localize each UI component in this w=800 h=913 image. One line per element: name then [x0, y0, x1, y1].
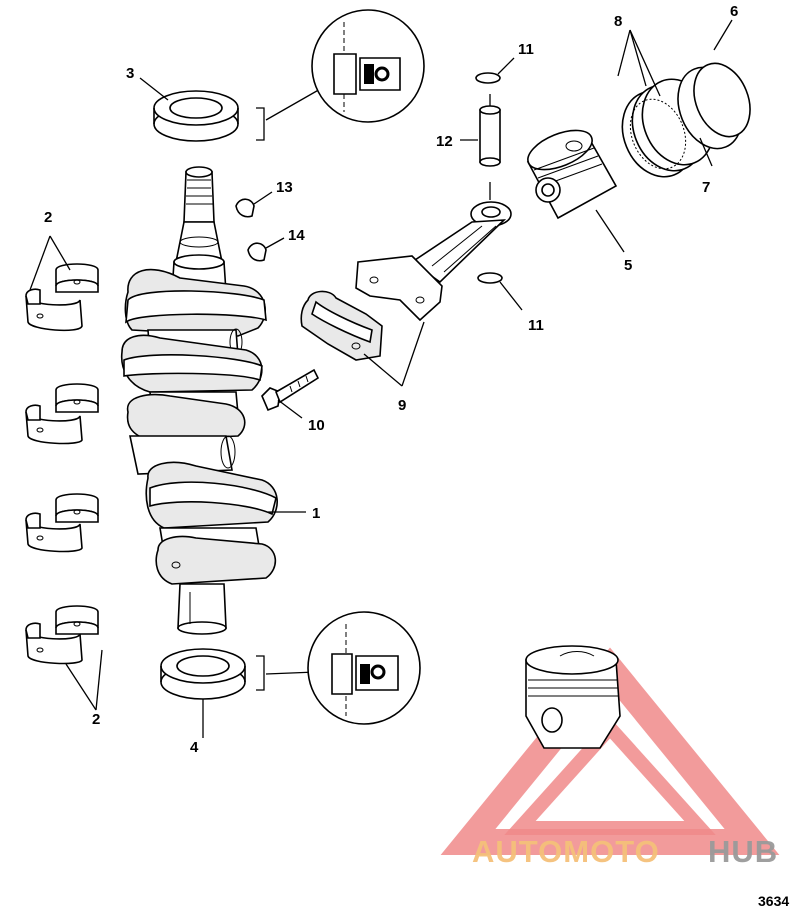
crankshaft-part [120, 166, 278, 635]
callout-11a: 11 [518, 41, 534, 58]
callout-2b: 2 [92, 711, 100, 728]
callout-13: 13 [276, 179, 293, 196]
callout-5: 5 [624, 257, 632, 274]
callout-6: 6 [730, 3, 738, 20]
callout-14: 14 [288, 227, 305, 244]
callout-3: 3 [126, 65, 134, 82]
lower-oil-seal [160, 611, 421, 738]
connecting-rod [300, 201, 512, 387]
woodruff-key-14 [247, 237, 285, 262]
callout-10: 10 [308, 417, 325, 434]
callout-4: 4 [190, 739, 199, 756]
figure-number: 3634 [758, 893, 789, 909]
callout-8: 8 [614, 13, 622, 30]
watermark-logo [440, 647, 780, 855]
bearing-shell-set-2 [25, 383, 99, 445]
watermark-word-hub: HUB [708, 834, 778, 869]
piston [526, 129, 625, 253]
main-bearing-shells [25, 263, 99, 665]
watermark-triangle-icon [440, 647, 780, 855]
assembled-piston [525, 645, 621, 749]
callout-9: 9 [398, 397, 406, 414]
watermark-word-automoto: AUTOMOTO [472, 834, 660, 869]
callout-12: 12 [436, 133, 453, 150]
rod-bolt [261, 368, 320, 419]
piston-rings [617, 19, 751, 178]
bearing-shell-set-3 [25, 493, 99, 553]
pin-clip-lower [477, 272, 523, 311]
callout-7: 7 [702, 179, 710, 196]
callout-11b: 11 [528, 317, 544, 334]
piston-pin [460, 94, 501, 200]
bearing-shell-set-4 [25, 605, 99, 665]
upper-oil-seal [153, 9, 425, 142]
pin-clip-upper [475, 57, 515, 84]
callout-2a: 2 [44, 209, 52, 226]
woodruff-key-13 [235, 191, 273, 218]
bearing-shell-set-1 [25, 263, 99, 332]
callout-1: 1 [312, 505, 320, 522]
